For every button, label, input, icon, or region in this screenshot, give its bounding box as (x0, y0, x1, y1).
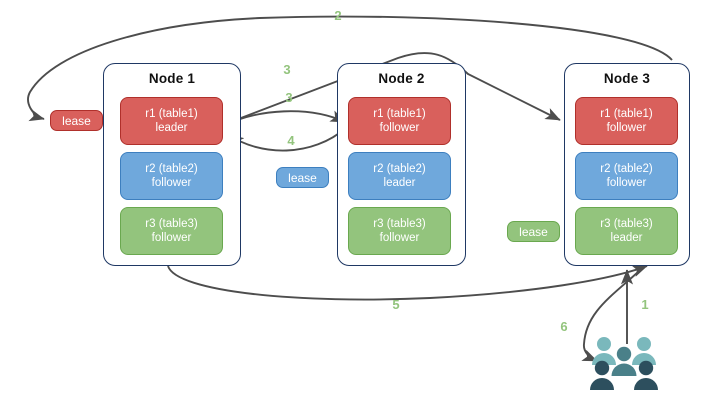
users-front-row (590, 360, 658, 390)
replica-name: r1 (table1) (373, 108, 426, 120)
replica-role: leader (155, 122, 188, 134)
replica-name: r3 (table3) (600, 218, 653, 230)
users-back-row (592, 337, 656, 365)
replica-name: r1 (table1) (145, 108, 198, 120)
replica-name: r2 (table2) (600, 163, 653, 175)
replica-name: r2 (table2) (373, 163, 426, 175)
replica-role: follower (379, 232, 420, 244)
edge-label-4: 4 (287, 133, 295, 148)
replica-name: r1 (table1) (600, 108, 653, 120)
replica-node2-r3: r3 (table3) follower (348, 207, 451, 255)
replica-node2-r1: r1 (table1) follower (348, 97, 451, 145)
node-title-2: Node 2 (378, 71, 425, 86)
lease-badge-red: lease (50, 110, 103, 131)
node-title-1: Node 1 (148, 71, 196, 86)
lease-badge-blue: lease (276, 167, 329, 188)
replica-role: follower (151, 232, 192, 244)
lease-badge-green: lease (507, 221, 560, 242)
edge-label-6: 6 (560, 319, 568, 334)
replica-role: leader (610, 232, 643, 244)
replica-name: r2 (table2) (145, 163, 198, 175)
edge-label-5: 5 (392, 297, 400, 312)
replica-role: follower (379, 122, 420, 134)
edge-label-1: 1 (641, 297, 649, 312)
replica-role: follower (606, 122, 647, 134)
users-icon (590, 337, 658, 390)
replica-node3-r2: r2 (table2) follower (575, 152, 678, 200)
edge-label-3-upper: 3 (283, 62, 291, 77)
replica-node1-r3: r3 (table3) follower (120, 207, 223, 255)
replica-node2-r2: r2 (table2) leader (348, 152, 451, 200)
replica-role: follower (151, 177, 192, 189)
replica-name: r3 (table3) (145, 218, 198, 230)
node-title-3: Node 3 (603, 71, 651, 86)
replica-role: follower (606, 177, 647, 189)
replica-node1-r1: r1 (table1) leader (120, 97, 223, 145)
edge-label-3-lower: 3 (285, 90, 293, 105)
replica-node3-r3: r3 (table3) leader (575, 207, 678, 255)
replica-name: r3 (table3) (373, 218, 426, 230)
replica-node1-r2: r2 (table2) follower (120, 152, 223, 200)
replica-role: leader (383, 177, 416, 189)
replica-node3-r1: r1 (table1) follower (575, 97, 678, 145)
edge-5-path (167, 265, 648, 301)
edge-label-2: 2 (334, 8, 342, 23)
users-middle-row (611, 346, 637, 376)
